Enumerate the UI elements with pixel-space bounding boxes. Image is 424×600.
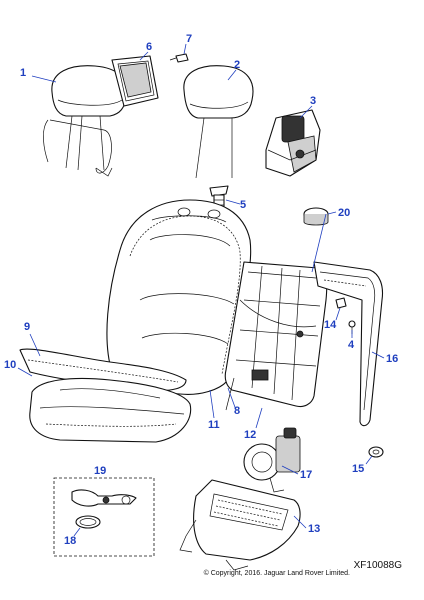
- round-clip: [368, 446, 384, 458]
- lumbar-motor-assembly: [265, 109, 321, 177]
- callout-3: 3: [310, 95, 316, 107]
- callout-13: 13: [308, 523, 320, 535]
- callout-labels: 1 2 3 4 5 6 7 8 9 10 11 12 13 14 15 16 1…: [4, 33, 398, 547]
- callout-7: 7: [186, 33, 192, 45]
- callout-9: 9: [24, 321, 30, 333]
- figure-reference: XF10088G: [353, 560, 402, 571]
- callout-11: 11: [208, 419, 220, 431]
- seat-cushion-cover: [29, 378, 192, 443]
- fastener-pin: [169, 53, 189, 63]
- callout-16: 16: [386, 353, 398, 365]
- clip-small: [335, 297, 347, 309]
- grommet-ring: [75, 515, 101, 529]
- under-seat-tray: [179, 479, 301, 571]
- callout-15: 15: [352, 463, 364, 475]
- callout-2: 2: [234, 59, 240, 71]
- callout-5: 5: [240, 199, 246, 211]
- callout-12: 12: [244, 429, 256, 441]
- copyright-notice: © Copyright, 2016. Jaguar Land Rover Lim…: [203, 570, 350, 577]
- callout-19: 19: [94, 465, 106, 477]
- wire-harness: [71, 489, 137, 507]
- callout-17: 17: [300, 469, 312, 481]
- callout-1: 1: [20, 67, 26, 79]
- callout-6: 6: [146, 41, 152, 53]
- callout-20: 20: [338, 207, 350, 219]
- callout-4: 4: [348, 339, 355, 351]
- callout-14: 14: [324, 319, 337, 331]
- callout-10: 10: [4, 359, 16, 371]
- callout-8: 8: [234, 405, 240, 417]
- seat-back-frame: [224, 261, 328, 411]
- recline-knob: [303, 207, 329, 226]
- leader-lines: [17, 43, 385, 537]
- callout-18: 18: [64, 535, 76, 547]
- part-group-box: [53, 477, 155, 557]
- side-trim-panel: [313, 261, 384, 427]
- headrest-right: [183, 65, 254, 179]
- headrest-screen-frame: [111, 55, 159, 107]
- recliner-motor: [243, 427, 301, 493]
